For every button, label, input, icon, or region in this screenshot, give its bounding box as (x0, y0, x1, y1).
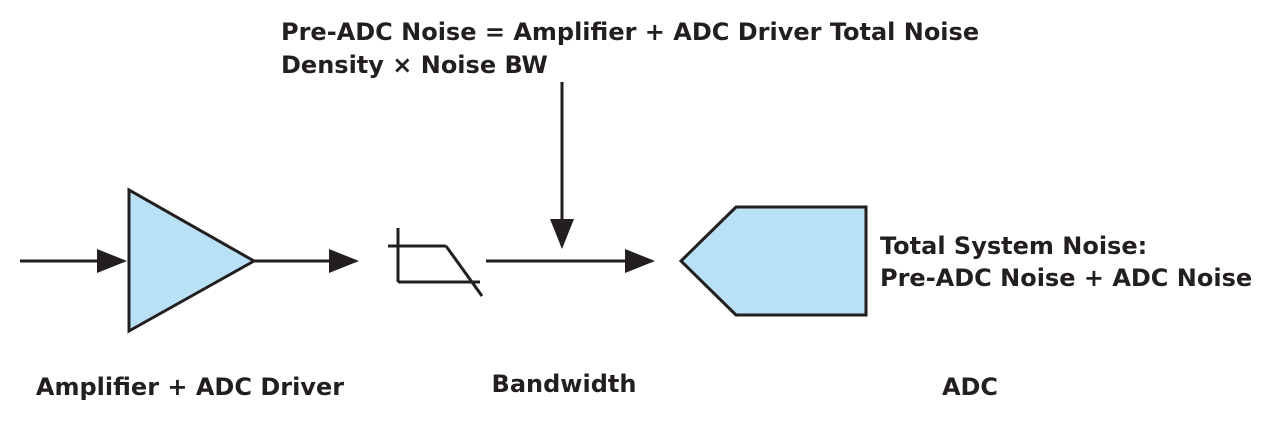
lowpass-filter-icon (388, 228, 484, 297)
adc-block-icon (678, 205, 868, 317)
total-system-noise-line2: Pre-ADC Noise + ADC Noise (880, 264, 1252, 292)
adc-caption: ADC (942, 373, 998, 401)
amplifier-caption: Amplifier + ADC Driver (36, 373, 344, 401)
total-system-noise-line1: Total System Noise: (880, 232, 1147, 260)
pre-adc-noise-formula-line1: Pre-ADC Noise = Amplifier + ADC Driver T… (281, 18, 979, 46)
amplifier-triangle-icon (127, 187, 258, 334)
pre-adc-noise-formula-line2: Density × Noise BW (281, 51, 548, 79)
bandwidth-caption: Bandwidth (492, 370, 637, 398)
